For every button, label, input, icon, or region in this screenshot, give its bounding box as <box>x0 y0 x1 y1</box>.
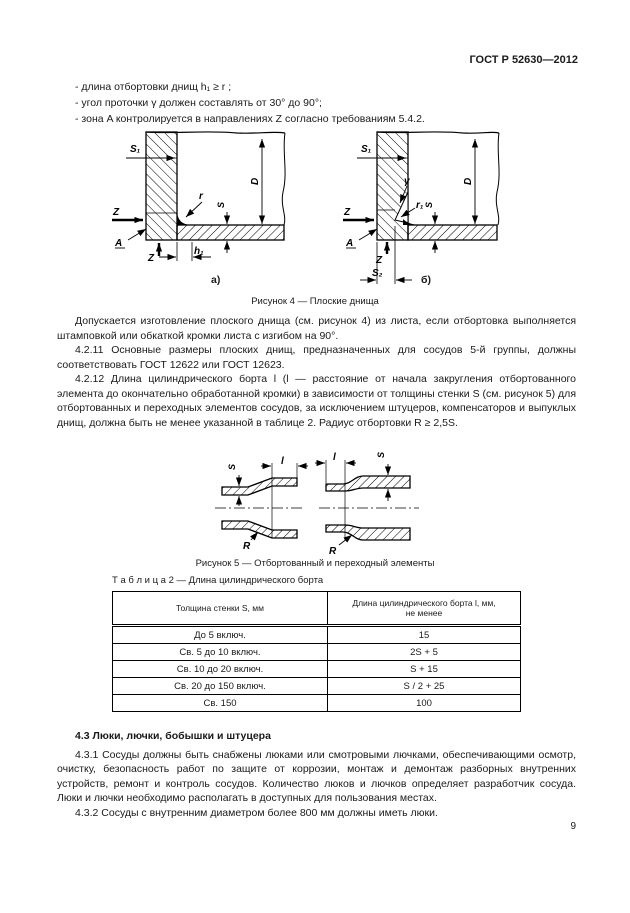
shell-top-break-line <box>376 131 500 134</box>
body-paragraphs: Допускается изготовление плоского днища … <box>57 314 576 430</box>
table2-block: Т а б л и ц а 2 — Длина цилиндрического … <box>112 575 521 712</box>
paragraph: Допускается изготовление плоского днища … <box>57 315 576 342</box>
table-cell: 2S + 5 <box>327 643 521 661</box>
label-gamma: γ <box>404 176 411 187</box>
label-zone-a: A <box>345 238 353 249</box>
shell-right-break-line <box>495 132 500 226</box>
label-r-right: R <box>329 546 337 557</box>
paragraph: 4.3.2 Сосуды с внутренним диаметром боле… <box>75 806 438 819</box>
table2-title: Т а б л и ц а 2 — Длина цилиндрического … <box>112 575 324 586</box>
figure4b-sublabel: б) <box>421 274 431 286</box>
label-z-bottom: Z <box>375 255 383 266</box>
transition-element-bottom-wall <box>221 520 298 539</box>
column-header: Толщина стенки S, мм <box>112 591 328 627</box>
vessel-wall-section <box>145 131 178 241</box>
bullet-item: - длина отбортовки днищ h₁ ≥ r ; <box>75 81 232 93</box>
page-number: 9 <box>570 821 576 832</box>
table-row: Св. 20 до 150 включ. S / 2 + 25 <box>112 677 521 695</box>
figure5-caption: Рисунок 5 — Отбортованный и переходный э… <box>195 558 435 569</box>
section-heading: 4.3 Люки, лючки, бобышки и штуцера <box>75 730 271 742</box>
corner-weld-fillet <box>403 219 421 225</box>
figure4a-sublabel: а) <box>211 274 221 286</box>
label-s-thickness: S <box>216 202 226 208</box>
paragraph: 4.3.1 Сосуды должны быть снабжены люками… <box>57 748 576 805</box>
table-cell: 100 <box>327 694 521 712</box>
table-header-row: Толщина стенки S, мм Длина цилиндрическо… <box>112 591 521 627</box>
table-cell: Св. 20 до 150 включ. <box>112 677 328 695</box>
intro-bullet-list: - длина отбортовки днищ h₁ ≥ r ; - угол … <box>75 79 575 127</box>
table-row: Св. 10 до 20 включ. S + 15 <box>112 660 521 678</box>
r-leader-right <box>338 534 353 546</box>
radius-r-leader <box>185 201 203 218</box>
table-cell: До 5 включ. <box>112 625 328 644</box>
label-r: r <box>199 191 204 202</box>
table-cell: Св. 5 до 10 включ. <box>112 643 328 661</box>
label-s1: S₁ <box>130 144 141 155</box>
label-d: D <box>250 178 261 185</box>
zone-a-leader <box>358 228 378 241</box>
bullet-item: - угол проточки γ должен составлять от 3… <box>75 97 322 109</box>
column-header: Длина цилиндрического борта l, мм, не ме… <box>327 591 521 627</box>
table-cell: 15 <box>327 625 521 644</box>
table2: Толщина стенки S, мм Длина цилиндрическо… <box>112 591 521 712</box>
label-s-thickness: S <box>424 202 434 208</box>
label-s2: S₂ <box>372 268 383 279</box>
doc-code-header: ГОСТ Р 52630—2012 <box>469 54 578 66</box>
label-d: D <box>463 178 474 185</box>
radius-r1-leader <box>400 207 416 218</box>
label-z-bottom: Z <box>147 253 155 264</box>
section-4-3: 4.3 Люки, лючки, бобышки и штуцера 4.3.1… <box>57 729 576 820</box>
table-cell: S / 2 + 25 <box>327 677 521 695</box>
label-l-right: l <box>333 452 336 463</box>
label-s-right: S <box>376 452 386 458</box>
bullet-item: - зона A контролируется в направлениях Z… <box>75 113 425 125</box>
flat-bottom-plate-section <box>176 224 285 241</box>
label-r1: r₁ <box>416 200 424 211</box>
figure4b-drawing: S₁ Z A Z γ r₁ S₂ S D <box>343 131 500 284</box>
transition-element-top-wall <box>221 477 298 496</box>
table-row: До 5 включ. 15 <box>112 625 521 644</box>
figure4-caption: Рисунок 4 — Плоские днища <box>251 296 379 307</box>
figure4a-drawing: S₁ Z A Z r h₁ S D <box>112 131 286 264</box>
label-z-side: Z <box>343 207 351 218</box>
table-row: Св. 5 до 10 включ. 2S + 5 <box>112 643 521 661</box>
figure5-drawing: l S R l S R <box>215 452 419 557</box>
r-leader-left <box>250 531 259 541</box>
zone-a-leader <box>127 228 147 241</box>
label-l-left: l <box>281 456 284 467</box>
table-cell: Св. 10 до 20 включ. <box>112 660 328 678</box>
label-zone-a: A <box>114 238 122 249</box>
flanged-element-top-wall <box>325 475 411 492</box>
corner-weld-fillet <box>177 210 192 225</box>
flat-bottom-plate-section <box>407 224 498 241</box>
label-h1: h₁ <box>194 246 204 257</box>
label-r-left: R <box>243 541 251 552</box>
gamma-angle-leader <box>399 185 408 204</box>
flanged-element-bottom-wall <box>325 524 411 541</box>
paragraph: 4.2.12 Длина цилиндрического борта l (l … <box>57 373 576 429</box>
table-cell: Св. 150 <box>112 694 328 712</box>
label-s1: S₁ <box>361 144 372 155</box>
label-z-side: Z <box>112 207 120 218</box>
table-cell: S + 15 <box>327 660 521 678</box>
shell-top-break-line <box>145 131 286 134</box>
label-s-left: S <box>227 464 237 470</box>
table-row: Св. 150 100 <box>112 694 521 712</box>
shell-right-break-line <box>281 132 286 226</box>
paragraph: 4.2.11 Основные размеры плоских днищ, пр… <box>57 344 576 371</box>
